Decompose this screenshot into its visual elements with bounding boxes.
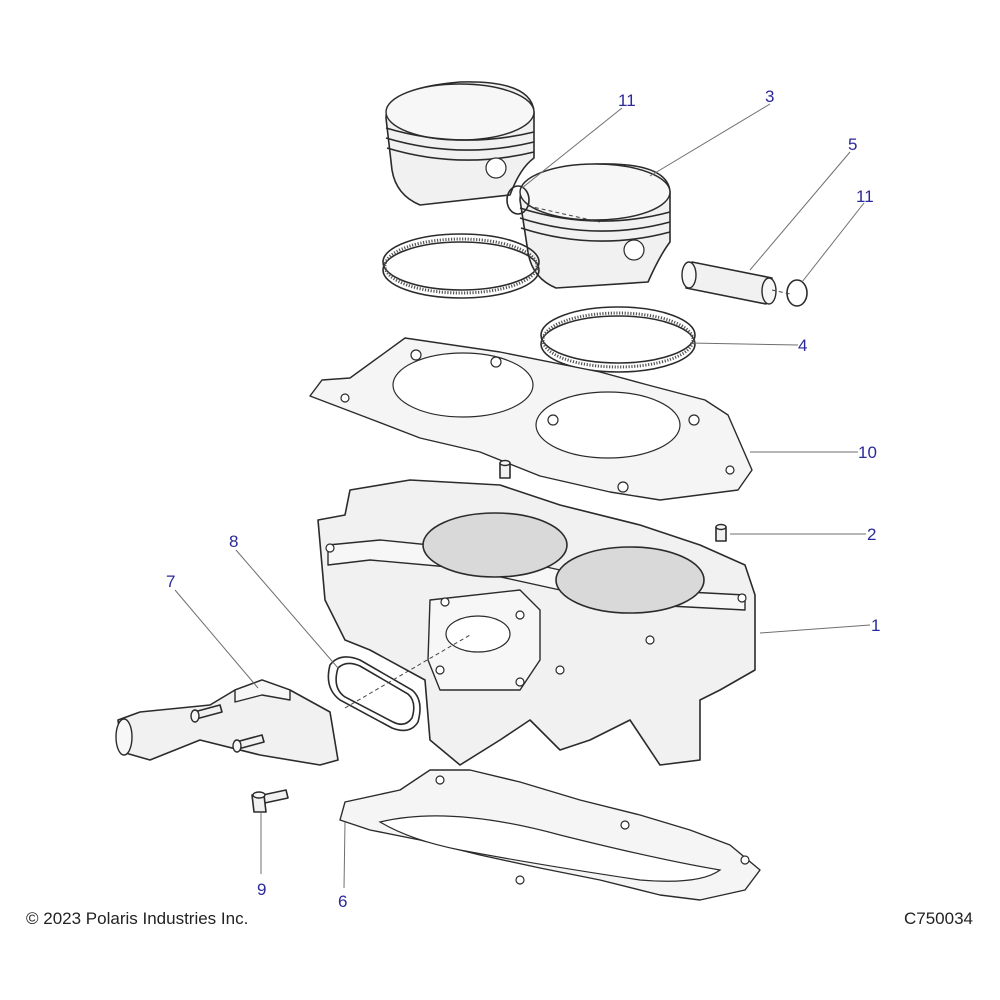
piston-pin bbox=[681, 261, 777, 305]
bolt-left-lower bbox=[232, 734, 265, 753]
callout-10: 10 bbox=[858, 443, 877, 462]
callout-7: 7 bbox=[166, 572, 175, 591]
callout-11-right: 11 bbox=[856, 187, 874, 206]
circlip-left bbox=[506, 185, 530, 215]
piston-right bbox=[519, 163, 671, 289]
circlip-right bbox=[786, 279, 808, 307]
bolt-9 bbox=[251, 789, 289, 813]
leader-lines bbox=[174, 103, 871, 889]
callout-4: 4 bbox=[798, 336, 807, 355]
callout-5: 5 bbox=[848, 135, 857, 154]
outlet-gasket bbox=[327, 656, 421, 732]
callout-11-left: 11 bbox=[618, 91, 636, 110]
callout-1: 1 bbox=[871, 616, 880, 635]
callout-3: 3 bbox=[765, 87, 774, 106]
diagram-code: C750034 bbox=[904, 909, 973, 928]
head-gasket bbox=[309, 337, 753, 501]
bolt-left-upper bbox=[190, 704, 223, 723]
base-gasket bbox=[339, 769, 761, 901]
dowel-pin-top bbox=[499, 459, 511, 479]
cylinder-block bbox=[317, 479, 756, 766]
callout-8: 8 bbox=[229, 532, 238, 551]
dowel-pin-right bbox=[715, 523, 727, 542]
piston-left bbox=[385, 81, 535, 206]
callout-2: 2 bbox=[867, 525, 876, 544]
callout-6: 6 bbox=[338, 892, 347, 911]
copyright-text: © 2023 Polaris Industries Inc. bbox=[26, 909, 248, 928]
piston-ring-set-left bbox=[382, 233, 540, 299]
water-outlet bbox=[115, 679, 339, 766]
callout-9: 9 bbox=[257, 880, 266, 899]
piston-ring-set-right bbox=[540, 306, 696, 373]
